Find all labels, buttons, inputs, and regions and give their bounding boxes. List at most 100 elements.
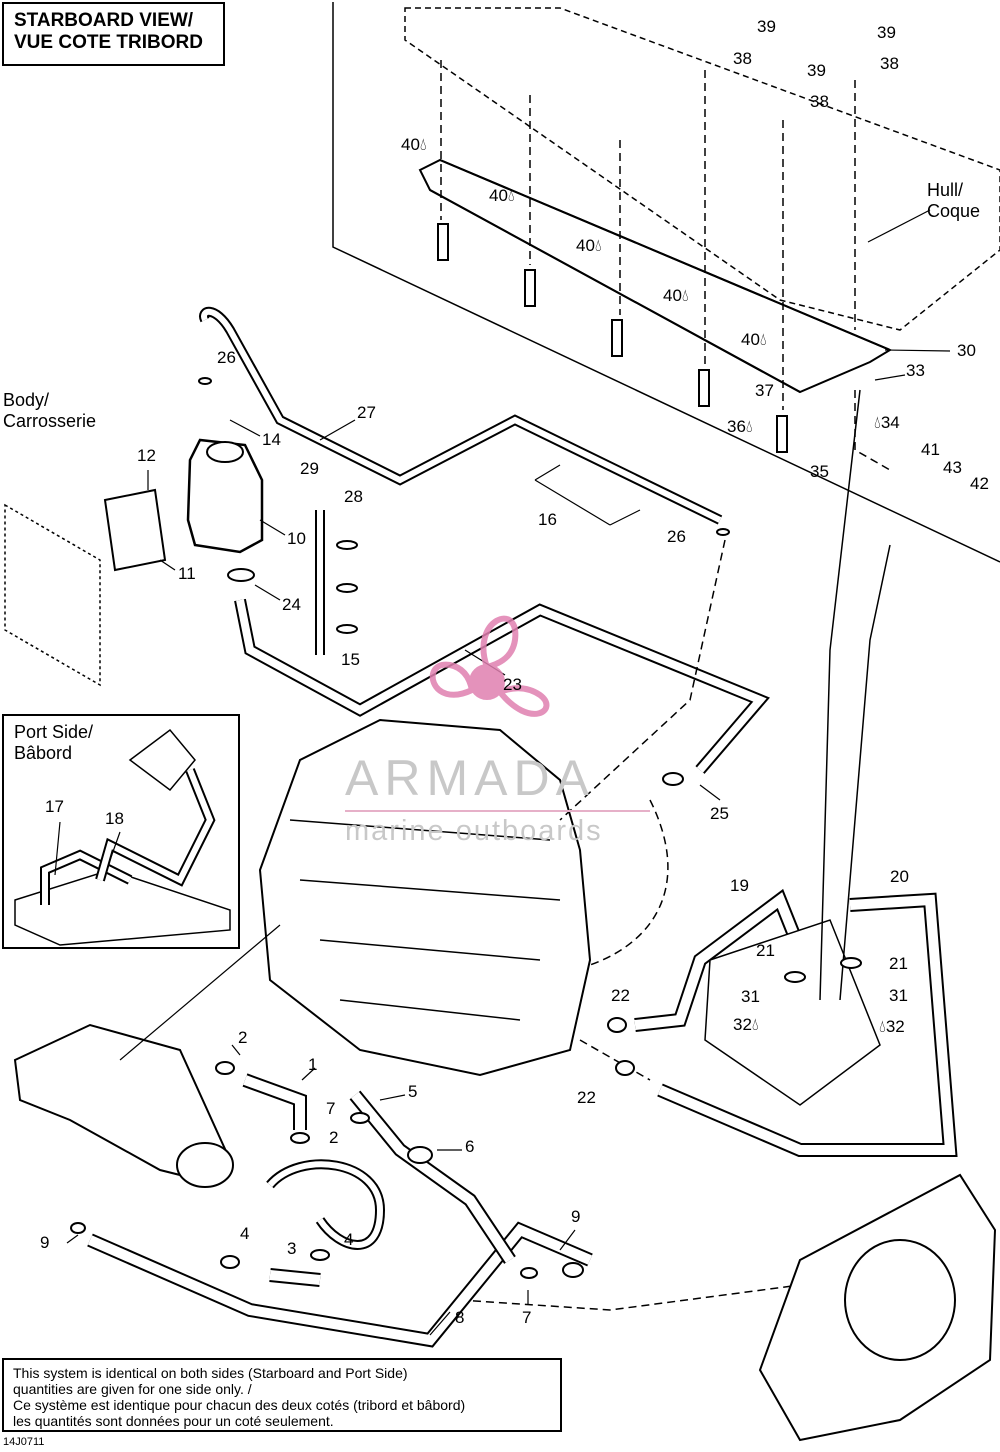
callout-label: 5	[408, 1082, 418, 1101]
note-line1: This system is identical on both sides (…	[13, 1365, 408, 1381]
callout-text: 32	[733, 1015, 752, 1034]
callout-label: 18	[105, 809, 124, 828]
callout-label: 23	[503, 675, 522, 694]
callout-label: 20	[890, 867, 909, 886]
coolant-reservoir	[186, 438, 264, 554]
callout-text: 40	[663, 286, 682, 305]
callout-label: 6	[465, 1137, 475, 1156]
callout-label: 7	[522, 1308, 532, 1327]
callout-label: 41	[921, 440, 940, 459]
callout-label: 33	[906, 361, 925, 380]
callout-label: 2	[329, 1128, 339, 1147]
body-label-line1: Body/	[3, 390, 50, 410]
callout-label: 1	[308, 1055, 318, 1074]
hull-plate	[404, 7, 1000, 331]
callout-label: 22	[611, 986, 630, 1005]
port-side-inset: Port Side/ Bâbord	[2, 714, 240, 949]
view-title-box: STARBOARD VIEW/ VUE COTE TRIBORD	[2, 2, 225, 66]
note-box: This system is identical on both sides (…	[2, 1358, 562, 1432]
callout-label-with-drop-icon: 💧︎34	[874, 414, 900, 432]
callout-text: 40	[576, 236, 595, 255]
hull-region-border	[332, 2, 1000, 563]
callout-text: 36	[727, 417, 746, 436]
watermark-name: ARMADA	[345, 750, 595, 806]
drop-icon: 💧︎	[594, 236, 602, 255]
engine-block	[258, 718, 592, 1077]
callout-label: 39	[757, 17, 776, 36]
watermark-tagline: marine outboards	[345, 815, 603, 847]
callout-text: 40	[401, 135, 420, 154]
port-side-label: Port Side/ Bâbord	[14, 722, 93, 764]
callout-label: 26	[217, 348, 236, 367]
watermark-propeller	[429, 615, 550, 717]
callout-label: 30	[957, 341, 976, 360]
callout-text: 34	[880, 413, 900, 432]
callout-label: 15	[341, 650, 360, 669]
callout-label-with-drop-icon: 40💧︎	[663, 287, 689, 305]
hose-27	[199, 306, 723, 525]
body-label-line2: Carrosserie	[3, 411, 97, 431]
callout-label-with-drop-icon: 36💧︎	[727, 418, 753, 436]
callout-label-with-drop-icon: 40💧︎	[576, 237, 602, 255]
callout-label-with-drop-icon: 40💧︎	[489, 187, 515, 205]
hull-label-line2: Coque	[927, 201, 981, 221]
callout-text: 32	[885, 1017, 905, 1036]
callout-label: 11	[178, 564, 196, 583]
drop-icon: 💧︎	[879, 1017, 886, 1036]
hull-label: Hull/ Coque	[927, 180, 980, 222]
hull-label-line1: Hull/	[927, 180, 964, 200]
reservoir-bracket	[103, 488, 167, 572]
diagram-code: 14J0711	[3, 1436, 45, 1448]
callout-label: 27	[357, 403, 376, 422]
callout-label: 31	[741, 987, 760, 1006]
callout-label: 10	[287, 529, 306, 548]
callout-label: 28	[344, 487, 363, 506]
callout-label: 26	[667, 527, 686, 546]
callout-label-with-drop-icon: 40💧︎	[401, 136, 427, 154]
drop-icon: 💧︎	[419, 135, 427, 154]
callout-label: 21	[889, 954, 908, 973]
callout-label: 38	[733, 49, 752, 68]
callout-label: 35	[810, 462, 829, 481]
mount-plate	[704, 919, 881, 1106]
drop-icon: 💧︎	[759, 330, 767, 349]
drop-icon: 💧︎	[681, 286, 689, 305]
callout-label: 12	[137, 446, 156, 465]
callout-label: 25	[710, 804, 729, 823]
hose-clamps	[70, 377, 862, 1279]
view-title-line1: STARBOARD VIEW/	[14, 10, 194, 31]
callout-label: 31	[889, 986, 908, 1005]
callout-label-with-drop-icon: 💧︎32	[879, 1018, 905, 1036]
callout-label: 16	[538, 510, 557, 529]
callout-label: 3	[287, 1239, 297, 1258]
callout-label: 4	[344, 1230, 354, 1249]
callout-label: 19	[730, 876, 749, 895]
callout-label-with-drop-icon: 32💧︎	[733, 1016, 759, 1034]
callout-label: 9	[571, 1207, 581, 1226]
callout-label-with-drop-icon: 40💧︎	[741, 331, 767, 349]
callout-label: 14	[262, 430, 281, 449]
callout-label: 21	[756, 941, 775, 960]
leader-lines	[54, 209, 951, 1336]
callout-label: 2	[238, 1028, 248, 1047]
callout-label: 39	[807, 61, 826, 80]
callout-text: 40	[489, 186, 508, 205]
callout-label: 29	[300, 459, 319, 478]
body-panel	[4, 503, 101, 687]
watermark-rule	[345, 810, 650, 812]
drop-icon: 💧︎	[507, 186, 515, 205]
drop-icon: 💧︎	[751, 1015, 759, 1034]
callout-label: 7	[326, 1099, 336, 1118]
port-side-label-line1: Port Side/	[14, 722, 94, 742]
note-line3: Ce système est identique pour chacun des…	[13, 1397, 466, 1413]
callout-text: 40	[741, 330, 760, 349]
body-label: Body/ Carrosserie	[3, 390, 96, 432]
callout-label: 39	[877, 23, 896, 42]
drop-icon: 💧︎	[874, 413, 881, 432]
view-title-line2: VUE COTE TRIBORD	[14, 32, 203, 53]
callout-label: 8	[455, 1308, 465, 1327]
callout-label: 38	[880, 54, 899, 73]
callout-label: 22	[577, 1088, 596, 1107]
callout-label: 9	[40, 1233, 50, 1252]
